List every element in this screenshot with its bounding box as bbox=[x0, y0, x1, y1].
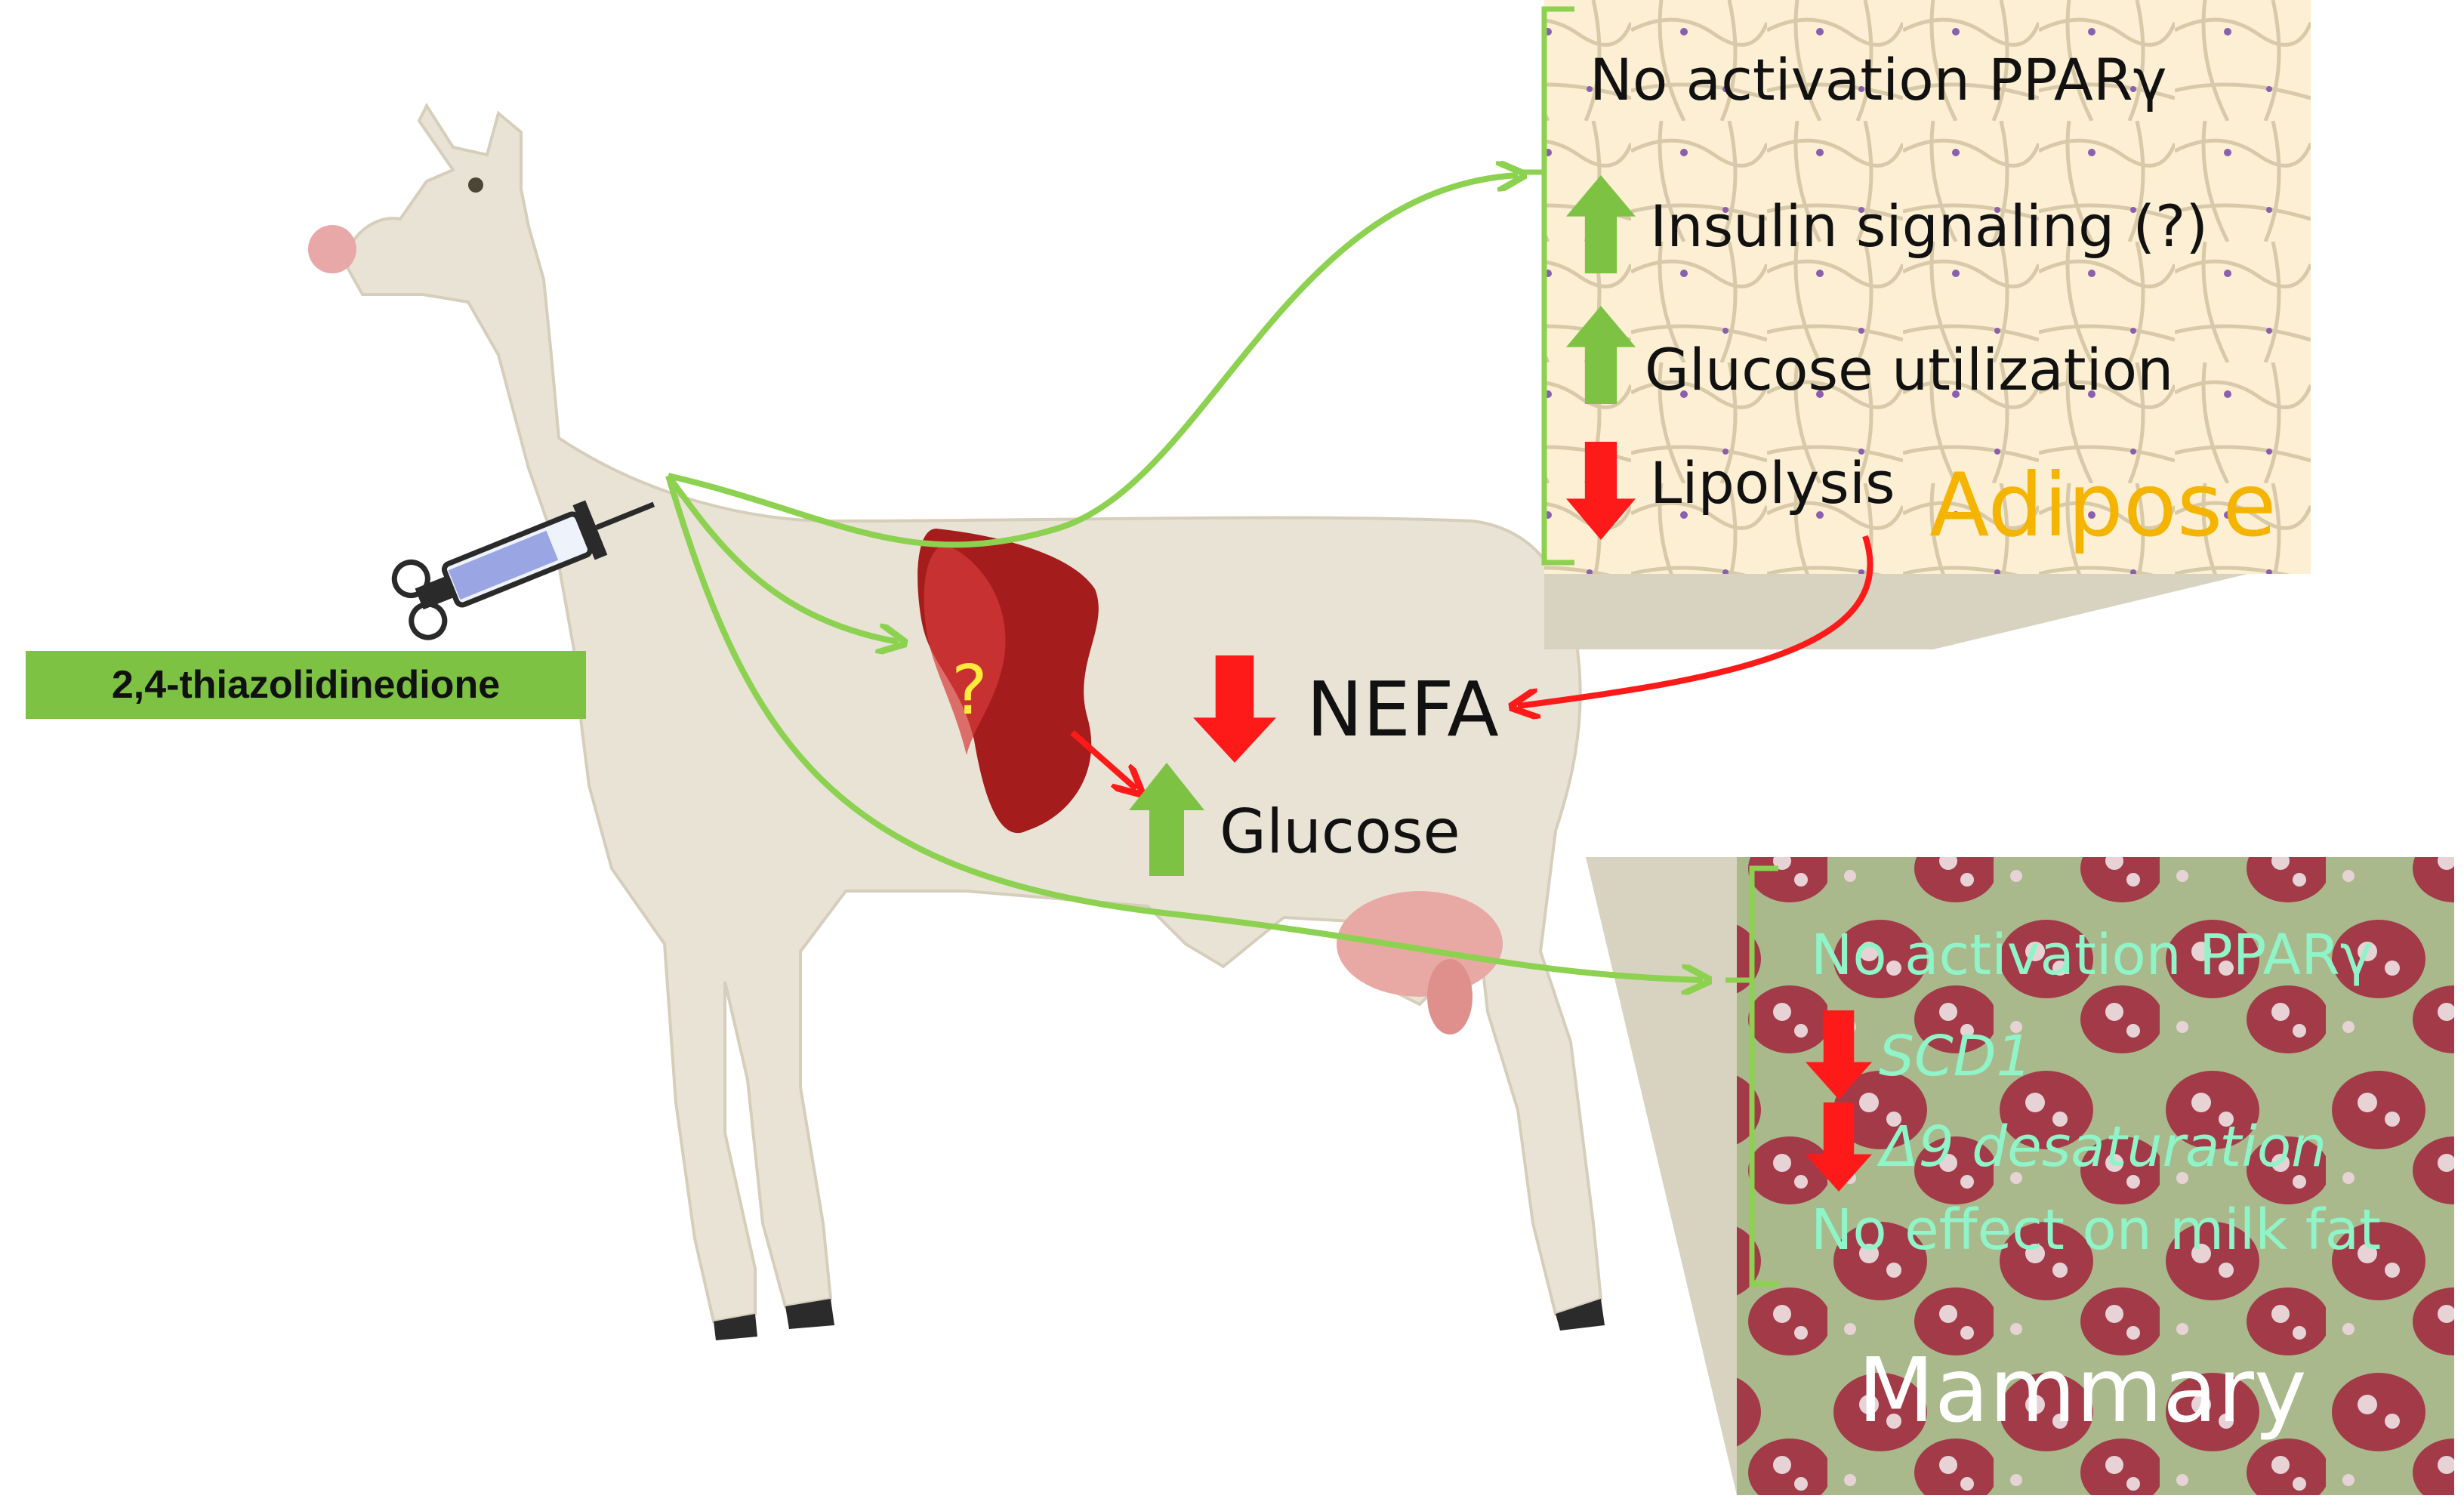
arrow-to-mammary bbox=[665, 474, 1703, 980]
goat-hooves bbox=[714, 1299, 1605, 1340]
adipose-item-glucose: Glucose utilization bbox=[1645, 336, 2174, 403]
adipose-item-lipolysis: Lipolysis bbox=[1650, 449, 1895, 517]
mammary-item-ppar: No activation PPARγ bbox=[1811, 923, 2373, 988]
arrow-lipolysis-to-nefa bbox=[1518, 535, 1873, 706]
liver-question-mark: ? bbox=[951, 651, 988, 730]
syringe-icon bbox=[391, 500, 655, 640]
liver-highlight bbox=[924, 544, 1006, 755]
drug-label: 2,4-thiazolidinedione bbox=[26, 651, 586, 719]
mammary-item-delta9: Δ9 desaturation bbox=[1880, 1115, 2327, 1180]
adipose-panel bbox=[1522, 0, 2311, 649]
mammary-callout bbox=[1586, 857, 1737, 1495]
mammary-down-arrow-1 bbox=[1806, 1010, 1872, 1099]
liver-illustration bbox=[917, 529, 1099, 834]
adipose-callout bbox=[1544, 559, 2311, 649]
glucose-up-arrow bbox=[1129, 763, 1204, 876]
mammary-bracket bbox=[1749, 865, 1778, 1287]
adipose-item-ppar: No activation PPARγ bbox=[1590, 46, 2167, 113]
mammary-down-arrow-2 bbox=[1806, 1102, 1872, 1192]
mammary-panel bbox=[1586, 857, 2454, 1495]
goat-udder bbox=[1337, 891, 1503, 997]
glucose-increase-arrow bbox=[1129, 763, 1204, 876]
goat-teat bbox=[1427, 959, 1473, 1035]
mammary-title: Mammary bbox=[1858, 1338, 2307, 1442]
adipose-effect-arrows bbox=[1566, 175, 1636, 540]
mammary-item-scd1: SCD1 bbox=[1879, 1024, 2032, 1089]
adipose-tissue-image bbox=[1544, 0, 2311, 574]
nefa-decrease-arrow bbox=[1193, 655, 1276, 763]
arrow-to-glucose bbox=[1070, 730, 1136, 789]
goat-snout bbox=[308, 225, 356, 273]
glucose-label: Glucose bbox=[1220, 797, 1460, 867]
adipose-title: Adipose bbox=[1929, 455, 2277, 557]
mammary-effect-arrows bbox=[1806, 1010, 1872, 1192]
goat-eye bbox=[468, 177, 483, 193]
adipose-item-insulin: Insulin signaling (?) bbox=[1650, 193, 2209, 260]
arrow-to-adipose bbox=[668, 175, 1518, 548]
adipose-up-arrow-2 bbox=[1566, 306, 1636, 404]
adipose-bracket bbox=[1541, 6, 1574, 566]
nefa-down-arrow bbox=[1193, 655, 1276, 763]
nefa-label: NEFA bbox=[1306, 665, 1499, 754]
adipose-down-arrow-3 bbox=[1566, 442, 1636, 540]
pathway-arrows bbox=[665, 175, 1873, 980]
mammary-tissue-image bbox=[1737, 857, 2454, 1495]
arrow-to-liver bbox=[665, 473, 899, 642]
mammary-item-milkfat: No effect on milk fat bbox=[1811, 1198, 2382, 1263]
adipose-up-arrow-1 bbox=[1566, 175, 1636, 273]
